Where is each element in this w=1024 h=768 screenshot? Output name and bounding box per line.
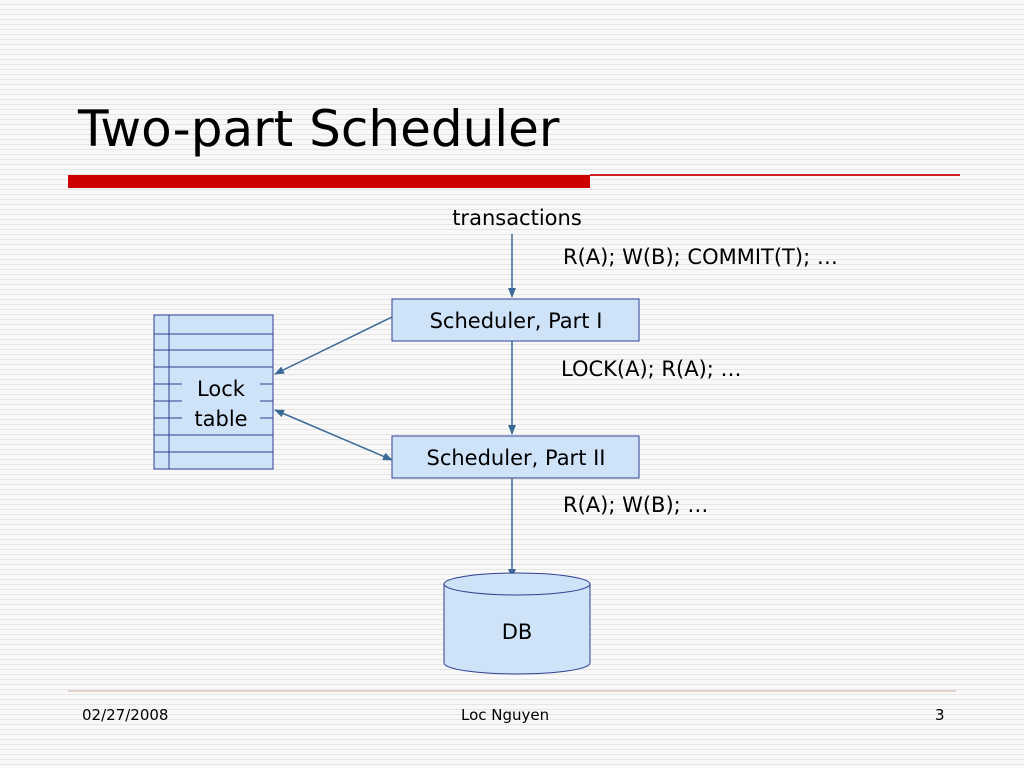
arrow-part1-to-lock-table <box>274 316 393 375</box>
transactions-label: transactions <box>452 206 582 230</box>
footer-page-number: 3 <box>935 706 945 724</box>
scheduler-part2-label: Scheduler, Part II <box>426 446 605 470</box>
input-operations-text: R(A); W(B); COMMIT(T); … <box>563 245 838 269</box>
scheduler-part1-box: Scheduler, Part I <box>391 298 640 342</box>
footer-divider <box>68 690 956 692</box>
arrow-lock-table-to-part2 <box>274 409 393 461</box>
footer-date: 02/27/2008 <box>82 706 169 724</box>
lock-table-label-line2: table <box>194 407 247 431</box>
title-underline-thin <box>590 174 960 176</box>
scheduler-part1-label: Scheduler, Part I <box>430 309 603 333</box>
footer-author: Loc Nguyen <box>461 706 550 724</box>
lock-table: Lock table <box>153 314 274 470</box>
lock-operations-text: LOCK(A); R(A); … <box>561 357 742 381</box>
lock-table-label-line1: Lock <box>197 377 246 401</box>
output-operations-text: R(A); W(B); … <box>563 493 708 517</box>
database-label: DB <box>502 620 533 644</box>
database-cylinder: DB <box>443 572 591 675</box>
slide-title: Two-part Scheduler <box>78 100 560 158</box>
scheduler-part2-box: Scheduler, Part II <box>391 435 640 479</box>
title-underline-thick <box>68 175 590 188</box>
